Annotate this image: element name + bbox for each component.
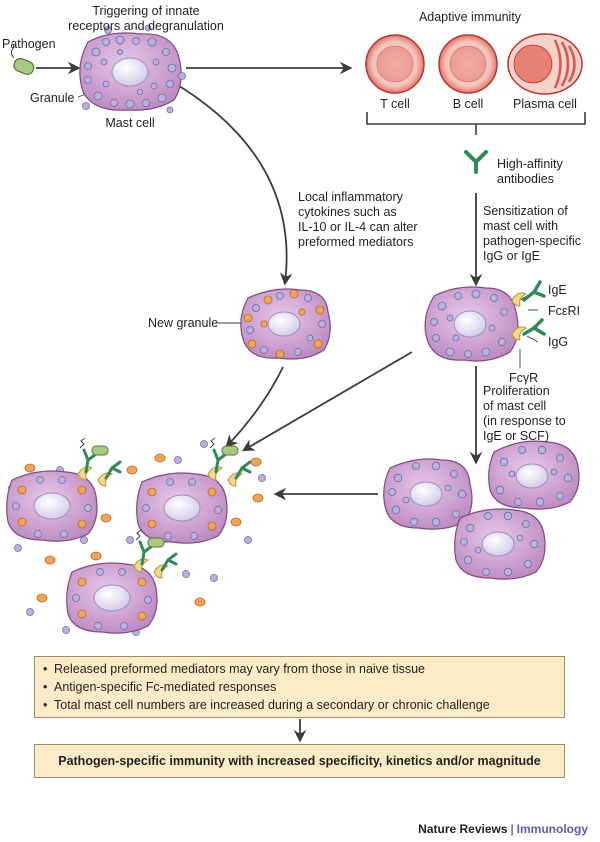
mast-cell-label: Mast cell	[105, 116, 155, 130]
summary-item: •Released preformed mediators may vary f…	[43, 662, 425, 676]
pathogen-bacterium-icon	[10, 43, 35, 76]
journal-section: Immunology	[516, 822, 588, 836]
summary-item: •Antigen-specific Fc-mediated responses	[43, 680, 277, 694]
t-cell-label: T cell	[380, 97, 410, 111]
sensitization-label: Sensitization of mast cell with pathogen…	[483, 204, 581, 263]
mast-cell-sensitized	[424, 286, 519, 362]
proliferation-label: Proliferation of mast cell (in response …	[483, 384, 566, 443]
plasma-cell-icon	[507, 33, 583, 95]
mast-cell-new-granule	[240, 288, 331, 360]
mast-cell-activated-3	[66, 562, 158, 634]
arrow-sensitized-to-activated	[241, 351, 413, 452]
footer-separator: |	[510, 822, 514, 836]
adaptive-bracket	[366, 112, 586, 135]
mast-cell-proliferated-2	[488, 440, 580, 510]
mast-cell-initial	[79, 24, 186, 114]
arrow-mast-to-new-granule	[175, 83, 293, 286]
fc-receptor-ige-igg-complex	[511, 280, 546, 341]
igg-label: IgG	[548, 335, 569, 349]
pathogen-label: Pathogen	[2, 37, 56, 51]
local-cytokines-label: Local inflammatory cytokines such as IL-…	[298, 190, 418, 249]
antigen-antibody-complexes	[77, 437, 252, 579]
summary-item: •Total mast cell numbers are increased d…	[43, 698, 490, 712]
adaptive-immunity-label: Adaptive immunity	[418, 10, 522, 24]
summary-box: •Released preformed mediators may vary f…	[34, 656, 565, 718]
antibody-icon	[464, 150, 488, 174]
high-affinity-label: High-affinity antibodies	[497, 157, 563, 186]
mast-cell-proliferated-1	[383, 458, 473, 530]
mast-cell-activated-2	[136, 472, 228, 544]
plasma-cell-label: Plasma cell	[513, 97, 577, 111]
b-cell-label: B cell	[452, 97, 484, 111]
new-granule-label: New granule	[148, 316, 219, 330]
ige-label: IgE	[548, 283, 567, 297]
b-cell-icon	[438, 34, 498, 94]
arrow-new-granule-to-activated	[225, 366, 284, 448]
mast-cell-activated-1	[6, 470, 98, 542]
fcgr-label: FcγR	[509, 371, 539, 385]
flow-arrows	[36, 61, 483, 743]
journal-name: Nature Reviews	[418, 822, 508, 836]
journal-footer: Nature Reviews|Immunology	[418, 822, 588, 836]
mast-cell-proliferated-3	[454, 508, 546, 580]
triggering-label: Triggering of innate receptors and degra…	[68, 4, 224, 33]
t-cell-icon	[365, 34, 425, 94]
conclusion-box: Pathogen-specific immunity with increase…	[34, 744, 565, 778]
fceri-label: FcεRI	[548, 304, 580, 318]
granule-label: Granule	[30, 91, 75, 105]
